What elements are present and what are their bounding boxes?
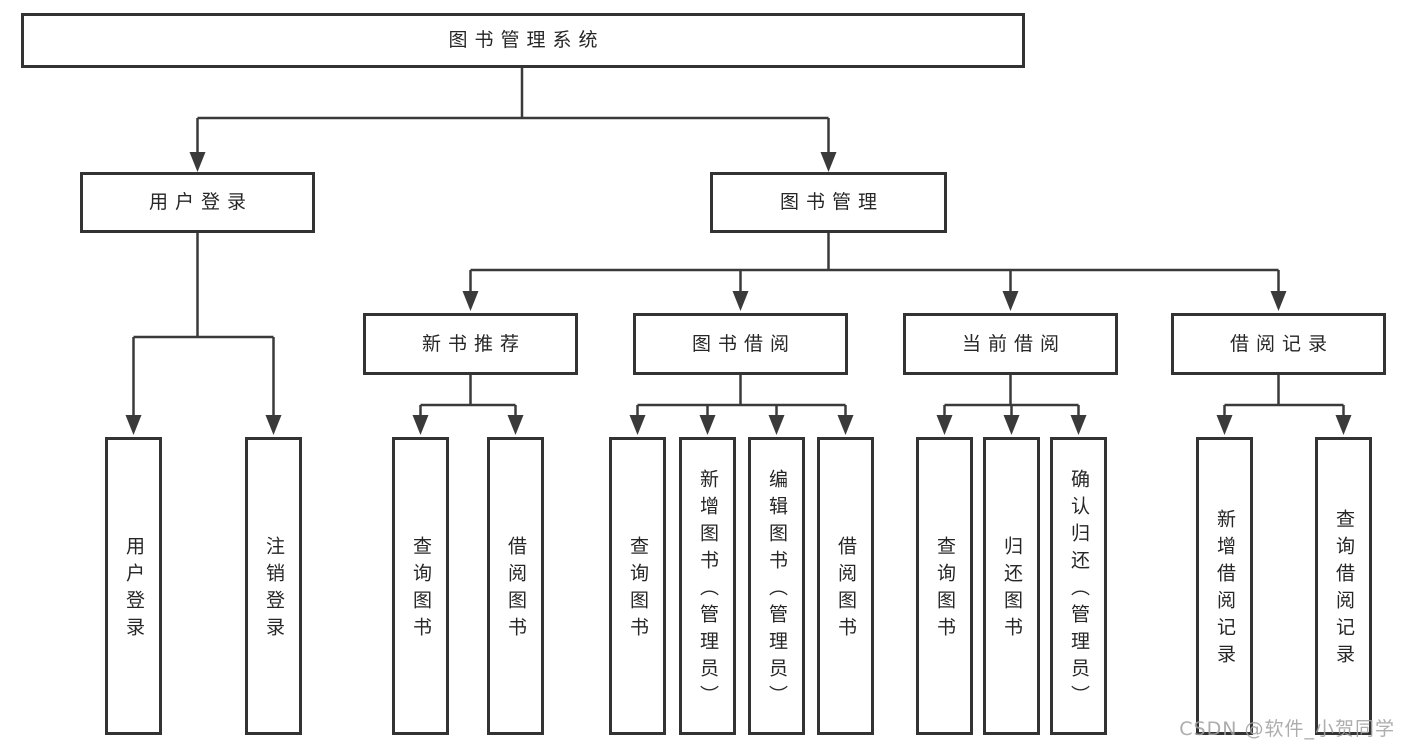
node-current-borrowing-label: 当前借阅 [961, 332, 1066, 355]
node-book-management-label: 图书管理 [779, 191, 884, 214]
node-user-login: 用户登录 [80, 172, 315, 233]
leaf-edit-book-admin-label: 编辑图书（管理员） [766, 468, 788, 712]
leaf-confirm-return-admin: 确认归还（管理员） [1050, 437, 1107, 735]
leaf-user-login-label: 用户登录 [123, 536, 145, 644]
leaf-borrow-books: 借阅图书 [817, 437, 874, 735]
leaf-add-borrow-record: 新增借阅记录 [1196, 437, 1253, 735]
node-book-borrowing-label: 图书借阅 [691, 332, 796, 355]
leaf-user-login: 用户登录 [105, 437, 162, 735]
node-new-book-recommend: 新书推荐 [363, 313, 578, 375]
leaf-confirm-return-admin-label: 确认归还（管理员） [1068, 468, 1090, 712]
node-root-label: 图书管理系统 [448, 29, 605, 52]
leaf-add-borrow-record-label: 新增借阅记录 [1214, 509, 1236, 671]
leaf-query-books-borrowing-label: 查询图书 [627, 536, 649, 644]
leaf-query-books-recommend: 查询图书 [392, 437, 449, 735]
node-root: 图书管理系统 [21, 13, 1025, 68]
node-user-login-label: 用户登录 [148, 191, 253, 214]
node-borrowing-records: 借阅记录 [1171, 313, 1386, 375]
leaf-query-books-current: 查询图书 [916, 437, 973, 735]
leaf-add-book-admin: 新增图书（管理员） [679, 437, 736, 735]
node-new-book-recommend-label: 新书推荐 [421, 332, 526, 355]
node-book-management: 图书管理 [710, 172, 947, 233]
leaf-query-borrow-record-label: 查询借阅记录 [1333, 509, 1355, 671]
node-borrowing-records-label: 借阅记录 [1229, 332, 1334, 355]
leaf-query-borrow-record: 查询借阅记录 [1315, 437, 1372, 735]
leaf-borrow-books-label: 借阅图书 [835, 536, 857, 644]
leaf-query-books-current-label: 查询图书 [934, 536, 956, 644]
leaf-query-books-recommend-label: 查询图书 [410, 536, 432, 644]
leaf-query-books-borrowing: 查询图书 [609, 437, 666, 735]
leaf-logout: 注销登录 [245, 437, 302, 735]
leaf-borrow-books-recommend-label: 借阅图书 [505, 536, 527, 644]
node-book-borrowing: 图书借阅 [633, 313, 848, 375]
node-current-borrowing: 当前借阅 [903, 313, 1118, 375]
leaf-add-book-admin-label: 新增图书（管理员） [697, 468, 719, 712]
csdn-watermark: CSDN @软件_小贺同学 [1179, 718, 1395, 740]
leaf-edit-book-admin: 编辑图书（管理员） [748, 437, 805, 735]
leaf-return-book-label: 归还图书 [1001, 536, 1023, 644]
leaf-return-book: 归还图书 [983, 437, 1040, 735]
leaf-borrow-books-recommend: 借阅图书 [487, 437, 544, 735]
leaf-logout-label: 注销登录 [263, 536, 285, 644]
